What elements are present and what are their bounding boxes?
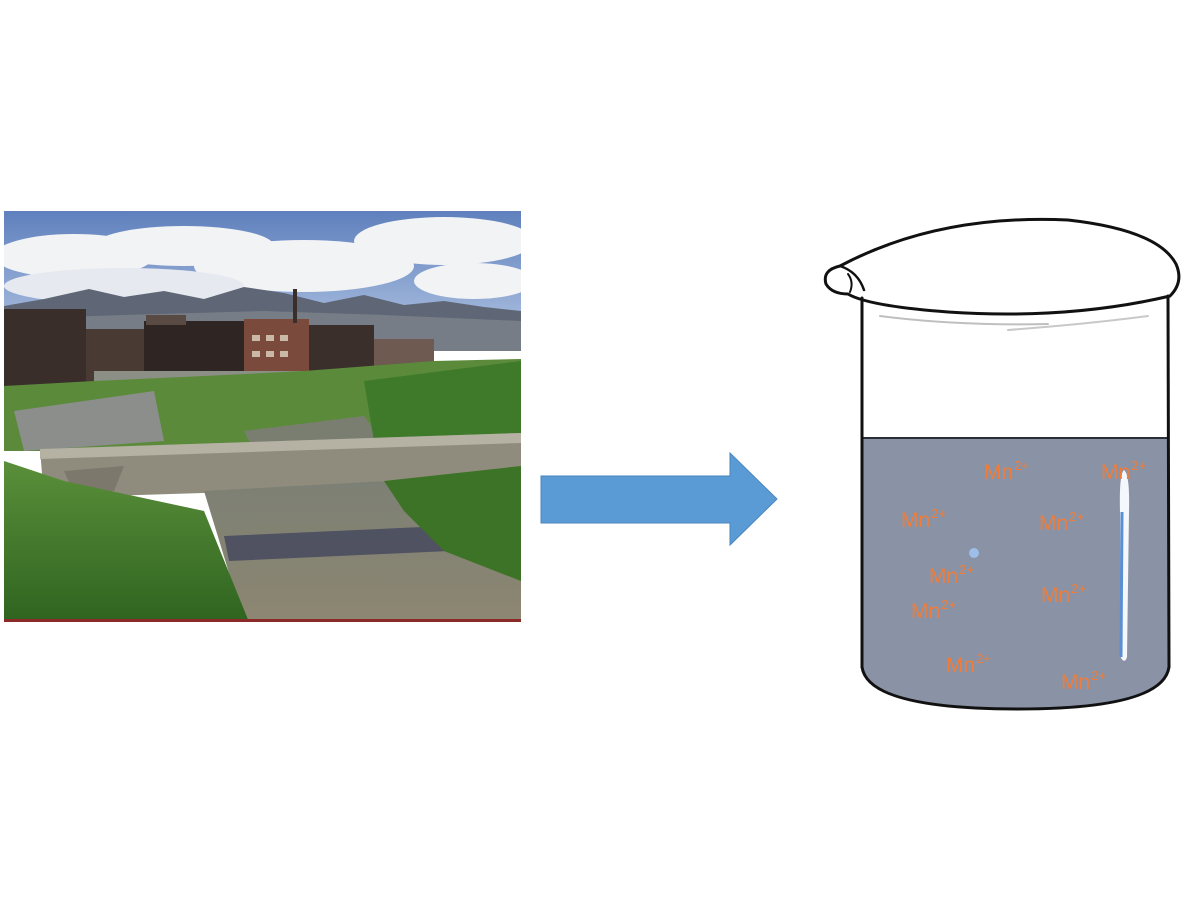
beaker: Mn2+ Mn2+ Mn2+ Mn2+ Mn2+ Mn2+ Mn2+ Mn2+ …	[818, 212, 1190, 712]
beaker-liquid	[862, 438, 1169, 709]
stone-wall	[14, 391, 164, 451]
ion-label: Mn2+	[1039, 509, 1085, 535]
ion-label: Mn2+	[1061, 668, 1107, 694]
ion-label: Mn2+	[1101, 458, 1147, 484]
ion-label: Mn2+	[1041, 581, 1087, 607]
bubble	[969, 548, 979, 558]
ion-label: Mn2+	[911, 597, 957, 623]
ion-label: Mn2+	[984, 458, 1030, 484]
ion-label: Mn2+	[946, 651, 992, 677]
ion-label: Mn2+	[901, 506, 947, 532]
left-bank	[4, 461, 249, 622]
ion-label: Mn2+	[929, 562, 975, 588]
beaker-outline	[823, 217, 1181, 711]
right-arrow	[540, 452, 778, 547]
river-scene-image	[4, 211, 521, 622]
right-bank	[384, 466, 521, 581]
